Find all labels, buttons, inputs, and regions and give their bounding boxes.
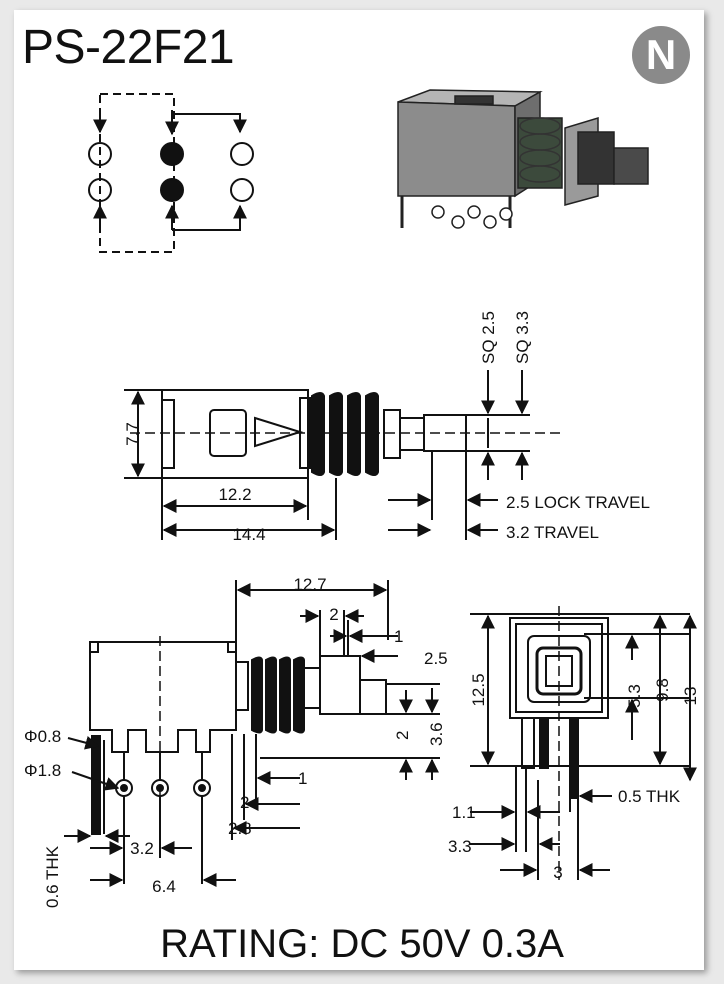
bottom-view-labels: 12.7 2 1 2.5 2 3.6 1 2 2.8 3.2 6.4 Φ0.8 …: [24, 575, 448, 908]
dim-3-3: 3.3: [448, 837, 472, 856]
contact-open: [88, 178, 112, 202]
schematic-dashed-box: [99, 93, 175, 253]
dim-2-low: 2: [240, 793, 249, 812]
end-view-labels: 12.5 5.3 9.8 13 1.1 3.3 3 0.5 THK: [448, 673, 700, 882]
dim-sq-inner: SQ 2.5: [479, 311, 498, 364]
dim-2-8: 2.8: [228, 819, 252, 838]
contact-open: [88, 142, 112, 166]
dim-1-top: 1: [394, 627, 403, 646]
side-view-labels: 7.7 12.2 14.4 2.5 LOCK TRAVEL 3.2 TRAVEL…: [123, 311, 650, 544]
end-view: [470, 606, 697, 880]
dim-thk: 0.6 THK: [43, 845, 62, 908]
contact-schematic: [88, 93, 254, 253]
contact-common: [160, 142, 184, 166]
side-view: [124, 370, 560, 540]
part-number-title: PS-22F21: [22, 21, 235, 74]
dim-12-7: 12.7: [293, 575, 326, 594]
dim-2-top: 2: [329, 605, 338, 624]
contact-common: [160, 178, 184, 202]
dim-6-4: 6.4: [152, 877, 176, 896]
dim-2-5: 2.5: [424, 649, 448, 668]
dim-1-1: 1.1: [452, 803, 476, 822]
dim-3: 3: [553, 863, 562, 882]
rating-text: RATING: DC 50V 0.3A: [160, 922, 564, 966]
dim-hole-large: Φ1.8: [24, 761, 61, 780]
side-body: [161, 389, 309, 479]
product-photo: [397, 89, 649, 229]
dim-travel: 3.2 TRAVEL: [506, 523, 599, 542]
dim-13: 13: [681, 687, 700, 706]
dim-3-6: 3.6: [427, 722, 446, 746]
dim-5-3: 5.3: [625, 684, 644, 708]
dim-1-low: 1: [298, 769, 307, 788]
dim-12-2: 12.2: [218, 485, 251, 504]
dim-9-8: 9.8: [653, 678, 672, 702]
dim-hole-small: Φ0.8: [24, 727, 61, 746]
contact-open: [230, 142, 254, 166]
dim-height: 7.7: [123, 422, 142, 446]
contact-open: [230, 178, 254, 202]
dim-14-4: 14.4: [232, 525, 265, 544]
dim-lock-travel: 2.5 LOCK TRAVEL: [506, 493, 650, 512]
brand-logo: N: [632, 26, 690, 84]
dim-3-2: 3.2: [130, 839, 154, 858]
dim-sq-outer: SQ 3.3: [513, 311, 532, 364]
dim-12-5: 12.5: [469, 673, 488, 706]
dim-end-thk: 0.5 THK: [618, 787, 681, 806]
side-button: [423, 414, 467, 452]
dim-2-side: 2: [393, 731, 412, 740]
bottom-view: [64, 580, 440, 887]
